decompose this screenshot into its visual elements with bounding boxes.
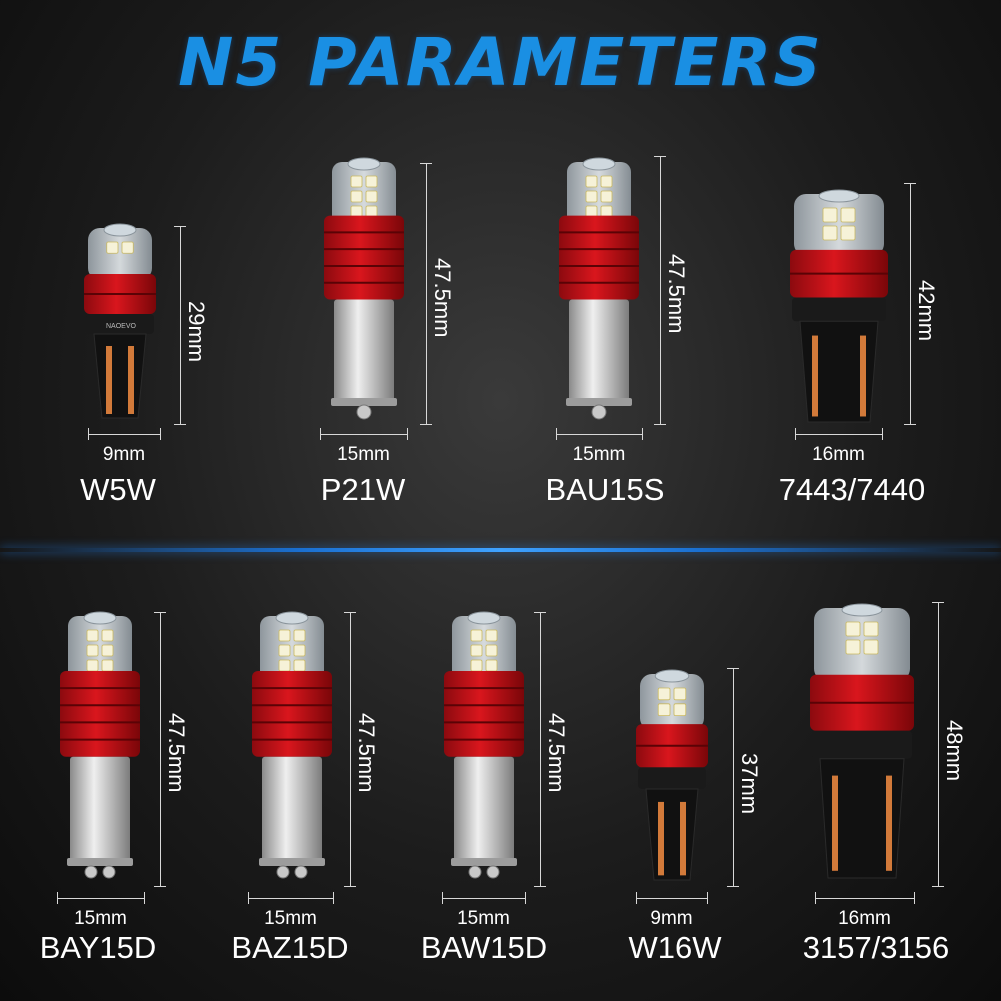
height-dimension-tick <box>654 156 666 157</box>
height-dimension-tick <box>344 612 356 613</box>
bulb-image-bau15s <box>551 157 647 420</box>
width-dimension-line <box>556 434 642 435</box>
width-dimension-tick <box>333 892 334 904</box>
height-dimension-tick <box>534 886 546 887</box>
width-dimension-line <box>636 898 707 899</box>
height-label: 47.5mm <box>354 713 379 793</box>
height-dimension-line <box>660 156 661 424</box>
bulb-model-name: BAU15S <box>545 472 665 507</box>
width-dimension-tick <box>642 428 643 440</box>
height-dimension-tick <box>904 424 916 425</box>
width-dimension-line <box>88 434 160 435</box>
width-label: 16mm <box>838 908 891 929</box>
width-dimension-tick <box>320 428 321 440</box>
bulb-model-name: W5W <box>80 472 156 507</box>
bulb-image-baw15d <box>435 611 533 880</box>
bulb-model-name: 3157/3156 <box>802 930 950 965</box>
width-dimension-tick <box>882 428 883 440</box>
bulb-image-7443-7440 <box>785 188 893 426</box>
width-dimension-line <box>57 898 144 899</box>
height-dimension-line <box>733 668 734 886</box>
width-dimension-line <box>815 898 914 899</box>
width-dimension-tick <box>248 892 249 904</box>
height-label: 48mm <box>942 720 967 782</box>
width-label: 15mm <box>572 444 626 465</box>
width-dimension-tick <box>407 428 408 440</box>
height-dimension-tick <box>174 226 186 227</box>
width-label: 15mm <box>74 908 127 929</box>
bulb-image-w5w: NAOEVO <box>77 222 163 422</box>
height-dimension-tick <box>727 886 739 887</box>
width-dimension-tick <box>442 892 443 904</box>
height-dimension-tick <box>174 424 186 425</box>
width-dimension-line <box>248 898 333 899</box>
bulb-image-baz15d <box>243 611 341 880</box>
width-label: 15mm <box>337 444 390 465</box>
width-label: 9mm <box>650 908 693 929</box>
width-dimension-line <box>442 898 525 899</box>
height-dimension-tick <box>654 424 666 425</box>
height-label: 42mm <box>914 279 939 341</box>
bulb-model-name: P21W <box>320 472 406 507</box>
height-dimension-line <box>426 163 427 424</box>
bulb-model-name: BAZ15D <box>231 930 349 965</box>
bulb-image-bay15d <box>51 611 149 880</box>
height-dimension-line <box>540 612 541 886</box>
height-label: 47.5mm <box>544 713 569 793</box>
height-dimension-tick <box>154 886 166 887</box>
width-dimension-tick <box>88 428 89 440</box>
width-dimension-tick <box>636 892 637 904</box>
width-label: 15mm <box>457 908 510 929</box>
width-dimension-tick <box>57 892 58 904</box>
svg-text:NAOEVO: NAOEVO <box>106 323 137 330</box>
bulb-image-p21w <box>316 157 412 420</box>
page-title: N5 PARAMETERS <box>178 24 823 101</box>
height-label: 47.5mm <box>664 254 689 334</box>
height-dimension-tick <box>904 183 916 184</box>
width-dimension-tick <box>914 892 915 904</box>
section-divider <box>0 548 1001 552</box>
height-label: 37mm <box>737 753 762 815</box>
height-dimension-tick <box>534 612 546 613</box>
width-label: 16mm <box>812 444 865 465</box>
height-dimension-tick <box>344 886 356 887</box>
height-dimension-line <box>350 612 351 886</box>
height-dimension-tick <box>727 668 739 669</box>
width-dimension-tick <box>815 892 816 904</box>
height-dimension-line <box>180 226 181 424</box>
bulb-model-name: BAY15D <box>39 930 157 965</box>
bulb-model-name: BAW15D <box>420 930 548 965</box>
height-dimension-line <box>910 183 911 424</box>
height-label: 47.5mm <box>164 713 189 793</box>
bulb-image-3157-3156 <box>800 602 924 882</box>
height-dimension-tick <box>420 424 432 425</box>
width-dimension-tick <box>556 428 557 440</box>
height-dimension-tick <box>420 163 432 164</box>
width-dimension-tick <box>707 892 708 904</box>
height-label: 47.5mm <box>430 257 455 337</box>
width-dimension-line <box>320 434 407 435</box>
height-dimension-tick <box>932 886 944 887</box>
bulb-model-name: W16W <box>628 930 722 965</box>
height-dimension-tick <box>932 602 944 603</box>
width-dimension-tick <box>795 428 796 440</box>
width-label: 9mm <box>102 444 146 465</box>
height-dimension-tick <box>154 612 166 613</box>
width-dimension-line <box>795 434 882 435</box>
height-dimension-line <box>938 602 939 886</box>
bulb-image-w16w <box>628 668 716 884</box>
width-dimension-tick <box>160 428 161 440</box>
width-dimension-tick <box>144 892 145 904</box>
bulb-model-name: 7443/7440 <box>778 472 926 507</box>
height-label: 29mm <box>184 301 209 363</box>
height-dimension-line <box>160 612 161 886</box>
width-dimension-tick <box>525 892 526 904</box>
width-label: 15mm <box>264 908 317 929</box>
